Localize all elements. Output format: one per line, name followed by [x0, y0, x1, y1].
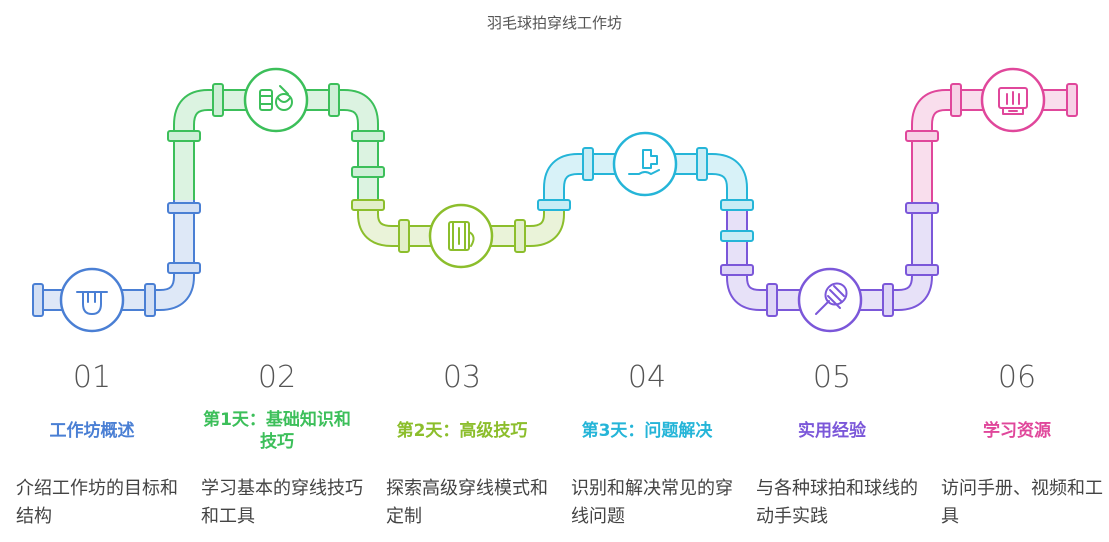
pipe-coupling-7 — [212, 83, 224, 117]
pipe-coupling-26 — [1066, 83, 1078, 117]
pipe-coupling-9 — [351, 130, 385, 142]
step-3-heading: 第2天：高级技巧 — [396, 421, 528, 441]
pipe-coupling-23 — [905, 202, 939, 214]
step-6-header: 06 学习资源 — [925, 358, 1109, 458]
step-node-circle-1 — [59, 267, 125, 333]
pipe-coupling-17 — [720, 199, 754, 211]
step-3-header: 03 第2天：高级技巧 — [370, 358, 554, 458]
pipe-coupling-11 — [351, 199, 385, 211]
pipe-coupling-8 — [328, 83, 340, 117]
step-node-circle-5 — [797, 267, 863, 333]
step-5-header: 05 实用经验 — [740, 358, 924, 458]
step-6-heading: 学习资源 — [983, 421, 1051, 441]
step-3-description: 探索高级穿线模式和定制 — [386, 478, 548, 527]
spools-and-yarn-icon — [259, 85, 293, 111]
step-1-number: 01 — [72, 360, 112, 395]
step-2-number: 02 — [257, 360, 297, 395]
puzzle-hand-icon — [628, 149, 660, 175]
pipe-coupling-18 — [720, 230, 754, 242]
pipe-coupling-22 — [905, 264, 939, 276]
step-1-description: 介绍工作坊的目标和结构 — [16, 478, 178, 527]
diagram-title: 羽毛球拍穿线工作坊 — [486, 14, 622, 32]
pipe-coupling-13 — [514, 219, 526, 253]
pipe-coupling-4 — [167, 262, 201, 274]
step-6-number: 06 — [997, 360, 1037, 395]
step-4-number: 04 — [627, 360, 667, 395]
step-2-header: 02 第1天：基础知识和技巧 — [185, 358, 369, 458]
step-4-description: 识别和解决常见的穿线问题 — [571, 478, 733, 527]
pipe-segment-fill-6 — [913, 91, 1072, 210]
pipe-coupling-14 — [537, 199, 571, 211]
step-4-header: 04 第3天：问题解决 — [555, 358, 739, 458]
step-4-heading: 第3天：问题解决 — [581, 421, 713, 441]
pipe-coupling-12 — [398, 219, 410, 253]
step-5-description: 与各种球拍和球线的动手实践 — [756, 478, 918, 527]
step-node-2 — [243, 67, 309, 133]
step-2-description: 学习基本的穿线技巧和工具 — [201, 478, 363, 527]
step-5-heading: 实用经验 — [798, 421, 866, 441]
pipe-coupling-5 — [167, 202, 201, 214]
step-node-6 — [980, 67, 1046, 133]
pipe-coupling-20 — [766, 283, 778, 317]
step-1-heading: 工作坊概述 — [49, 421, 135, 441]
pipe-coupling-19 — [720, 264, 754, 276]
step-2-heading: 第1天：基础知识和技巧 — [203, 410, 351, 452]
pipe-coupling-21 — [882, 283, 894, 317]
step-node-5 — [797, 267, 863, 333]
step-node-circle-3 — [428, 203, 494, 269]
hand-holding-string-icon — [76, 291, 108, 315]
thread-spool-icon — [448, 221, 475, 251]
step-node-circle-4 — [612, 131, 678, 197]
step-6-description: 访问手册、视频和工具 — [941, 478, 1103, 527]
pipe-coupling-15 — [582, 147, 594, 181]
step-node-4 — [612, 131, 678, 197]
racket-icon — [815, 282, 848, 315]
pipe-coupling-3 — [144, 283, 156, 317]
pipe-coupling-25 — [950, 83, 962, 117]
pipe-coupling-10 — [351, 166, 385, 178]
step-node-3 — [428, 203, 494, 269]
step-3-number: 03 — [442, 360, 482, 395]
step-1-header: 01 工作坊概述 — [0, 358, 184, 458]
toolbox-icon — [998, 87, 1028, 115]
pipe-coupling-1 — [32, 283, 44, 317]
pipe-segment-fill-1 — [38, 200, 193, 309]
pipe-coupling-24 — [905, 130, 939, 142]
step-5-number: 05 — [812, 360, 852, 395]
step-node-1 — [59, 267, 125, 333]
pipe-coupling-6 — [167, 130, 201, 142]
pipe-coupling-16 — [696, 147, 708, 181]
